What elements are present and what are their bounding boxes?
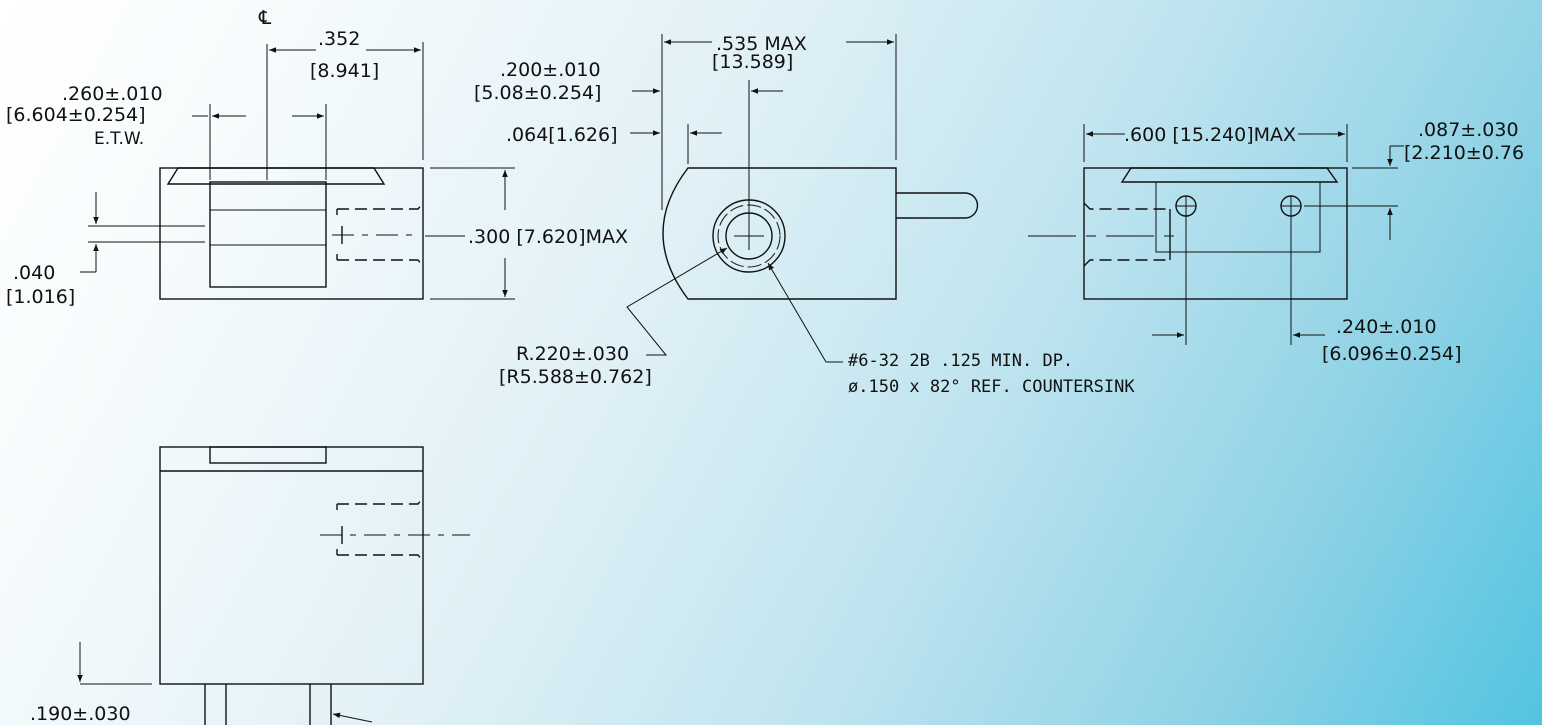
right-body-outline — [1083, 167, 1348, 300]
thread-note-2: ø.150 x 82° REF. COUNTERSINK — [848, 377, 1135, 397]
dim-352: .352 — [318, 28, 360, 50]
right-view: .600 [15.240]MAX .087±.030 [2.210±0.76 .… — [1028, 119, 1524, 365]
dim-600: .600 [15.240]MAX — [1124, 124, 1296, 146]
side-view: .535 MAX [13.589] .200±.010 [5.08±0.254]… — [474, 33, 1135, 397]
front-view: ℄ .352 [8.941] .260±.010 [6.604±0.254] E… — [6, 7, 628, 308]
dim-535-mm: [13.589] — [712, 51, 793, 73]
knurled-area — [209, 181, 327, 288]
dim-260: .260±.010 — [62, 83, 163, 105]
dim-535: .535 MAX — [716, 33, 807, 55]
dim-352-mm: [8.941] — [310, 60, 379, 82]
front-hidden-line-bottom — [337, 259, 424, 267]
centerline-symbol: ℄ — [258, 7, 272, 29]
side-pin — [896, 192, 979, 219]
etw-label: E.T.W. — [94, 129, 144, 149]
right-chamfer — [1120, 167, 1339, 183]
dim-190: .190±.030 — [30, 703, 131, 725]
dim-240-mm: [6.096±0.254] — [1322, 343, 1462, 365]
dim-200-mm: [5.08±0.254] — [474, 82, 601, 104]
bottom-body-outline — [159, 446, 424, 685]
dim-260-mm: [6.604±0.254] — [6, 104, 146, 126]
dim-087: .087±.030 — [1418, 119, 1519, 141]
dim-064: .064[1.626] — [506, 124, 618, 146]
dim-radius: R.220±.030 — [516, 343, 629, 365]
front-body-outline — [159, 167, 424, 300]
dim-087-mm: [2.210±0.76 — [1404, 142, 1524, 164]
thread-note-1: #6-32 2B .125 MIN. DP. — [848, 351, 1073, 371]
bottom-knurl — [209, 446, 327, 464]
dim-radius-mm: [R5.588±0.762] — [499, 366, 652, 388]
bottom-view: .190±.030 — [30, 446, 470, 725]
dim-040: .040 — [13, 262, 55, 284]
dim-200: .200±.010 — [500, 59, 601, 81]
dim-300: .300 [7.620]MAX — [468, 226, 628, 248]
front-chamfer — [166, 167, 386, 185]
dim-040-mm: [1.016] — [6, 286, 75, 308]
side-body-outline — [662, 167, 897, 300]
dim-240: .240±.010 — [1336, 316, 1437, 338]
front-hidden-line-top — [337, 202, 424, 210]
